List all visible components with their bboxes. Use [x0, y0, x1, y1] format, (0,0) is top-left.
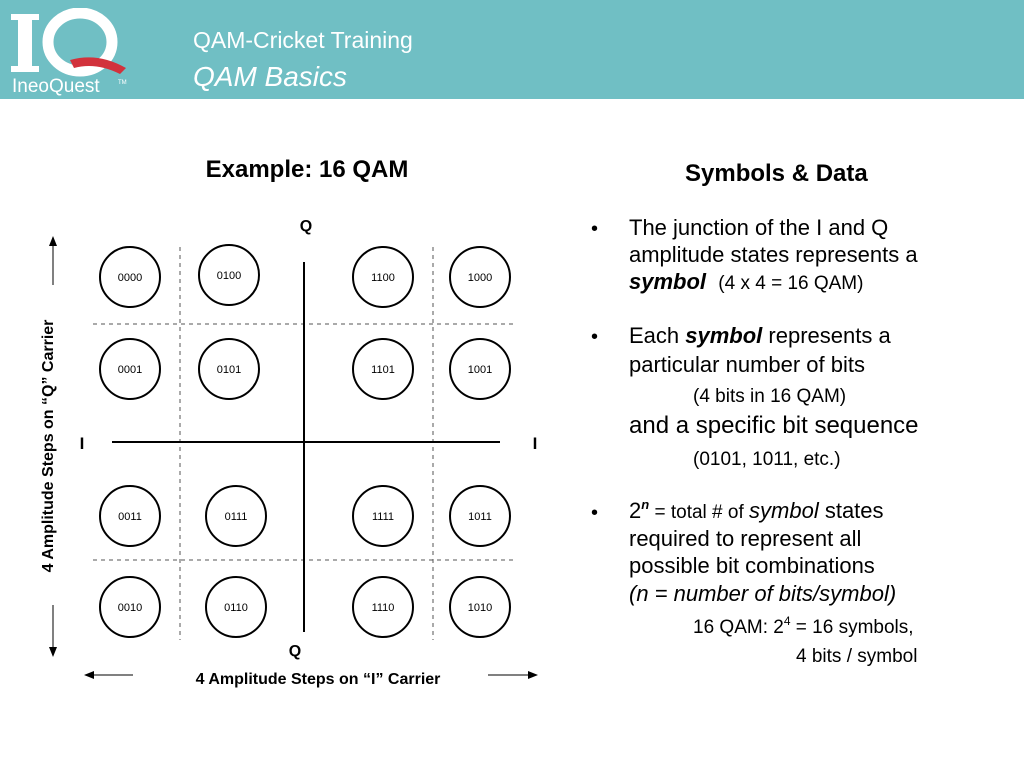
bullet1-line2: amplitude states represents a [629, 242, 918, 267]
bullet3-eq: = total # of [649, 502, 750, 523]
symbol-label: 0111 [225, 511, 248, 523]
symbol-label: 0000 [118, 272, 142, 284]
i-axis-label-right: I [533, 434, 538, 453]
symbol-1000: 1000 [449, 246, 511, 308]
bullet3-states: states [818, 498, 884, 523]
symbols-data-heading: Symbols & Data [685, 160, 868, 187]
symbol-label: 1100 [371, 272, 395, 284]
bullet3-line2: required to represent all [629, 526, 862, 551]
bullet2-line2: particular number of bits [629, 352, 865, 377]
q-axis-label-bottom: Q [289, 643, 301, 660]
bullet1-line1: The junction of the I and Q [629, 215, 889, 240]
bullet2-line1: Each symbol represents a [629, 322, 891, 349]
symbol-label: 0010 [118, 602, 142, 614]
logo-trademark: TM [118, 80, 127, 86]
symbol-1110: 1110 [352, 576, 414, 638]
header-title: QAM-Cricket Training [193, 27, 413, 53]
symbol-0111: 0111 [205, 485, 267, 547]
bullet3-line3: possible bit combinations [629, 553, 875, 578]
bullet2-rest: represents a [762, 323, 891, 348]
bullet-dot: • [591, 326, 599, 348]
bullet3-line6: 4 bits / symbol [796, 646, 918, 667]
symbol-1101: 1101 [352, 338, 414, 400]
symbol-1001: 1001 [449, 338, 511, 400]
symbol-0011: 0011 [99, 485, 161, 547]
symbol-label: 0101 [217, 364, 241, 376]
header-subtitle: QAM Basics [193, 61, 348, 92]
symbol-0001: 0001 [99, 338, 161, 400]
bullet2-line3: (4 bits in 16 QAM) [693, 386, 847, 407]
symbol-1011: 1011 [449, 485, 511, 547]
symbol-1100: 1100 [352, 246, 414, 308]
horizontal-caption: 4 Amplitude Steps on “I” Carrier [196, 671, 441, 688]
symbol-0000: 0000 [99, 246, 161, 308]
symbol-1111: 1111 [352, 485, 414, 547]
symbol-0100: 0100 [198, 244, 260, 306]
bullet2-symbol: symbol [685, 323, 763, 348]
bullet3-exp: 4 [783, 614, 791, 628]
symbol-0101: 0101 [198, 338, 260, 400]
symbol-label: 1000 [468, 272, 492, 284]
symbol-label: 1110 [372, 602, 395, 614]
symbol-label: 0011 [118, 511, 142, 523]
bullet3-line4: (n = number of bits/symbol) [629, 581, 897, 606]
symbol-label: 1011 [468, 511, 492, 523]
symbol-label: 0100 [217, 270, 241, 282]
header-band: IneoQuest TM QAM-Cricket Training QAM Ba… [0, 0, 1024, 99]
symbol-label: 0001 [118, 364, 142, 376]
bullet3-two: 2 [629, 498, 642, 523]
bullet-dot: • [591, 502, 599, 524]
vertical-caption: 4 Amplitude Steps on “Q” Carrier [40, 320, 57, 573]
bullet1-symbol: symbol [629, 269, 707, 294]
symbol-0110: 0110 [205, 576, 267, 638]
bullet2-each: Each [629, 323, 686, 348]
ineoquest-logo: IneoQuest TM [8, 8, 138, 97]
bullet3-qam: 16 QAM: 2 [693, 617, 784, 638]
bullet3-symbol: symbol [749, 498, 819, 523]
bullet3-symbols: = 16 symbols, [790, 617, 914, 638]
symbol-label: 1010 [468, 602, 492, 614]
symbol-0010: 0010 [99, 576, 161, 638]
bullet3-line5: 16 QAM: 24 = 16 symbols, [693, 614, 914, 643]
bullet2-line5: (0101, 1011, etc.) [693, 449, 841, 470]
symbol-label: 1101 [371, 364, 395, 376]
bullet1-paren: (4 x 4 = 16 QAM) [718, 273, 864, 294]
bullet3-line1: 2n = total # of symbol states [629, 497, 884, 527]
iq-logo-mark-icon [11, 8, 126, 77]
symbol-1010: 1010 [449, 576, 511, 638]
symbol-label: 0110 [224, 602, 248, 614]
q-axis-label-top: Q [300, 218, 312, 235]
logo-text: IneoQuest [12, 76, 100, 97]
diagram-title: Example: 16 QAM [206, 156, 409, 183]
symbol-label: 1001 [468, 364, 492, 376]
bullet1-line3: symbol (4 x 4 = 16 QAM) [629, 268, 863, 297]
bullet3-n: n [641, 497, 650, 512]
bullet2-line4: and a specific bit sequence [629, 412, 919, 439]
symbol-label: 1111 [372, 511, 394, 523]
bullet-dot: • [591, 218, 599, 240]
i-axis-label-left: I [80, 434, 85, 453]
